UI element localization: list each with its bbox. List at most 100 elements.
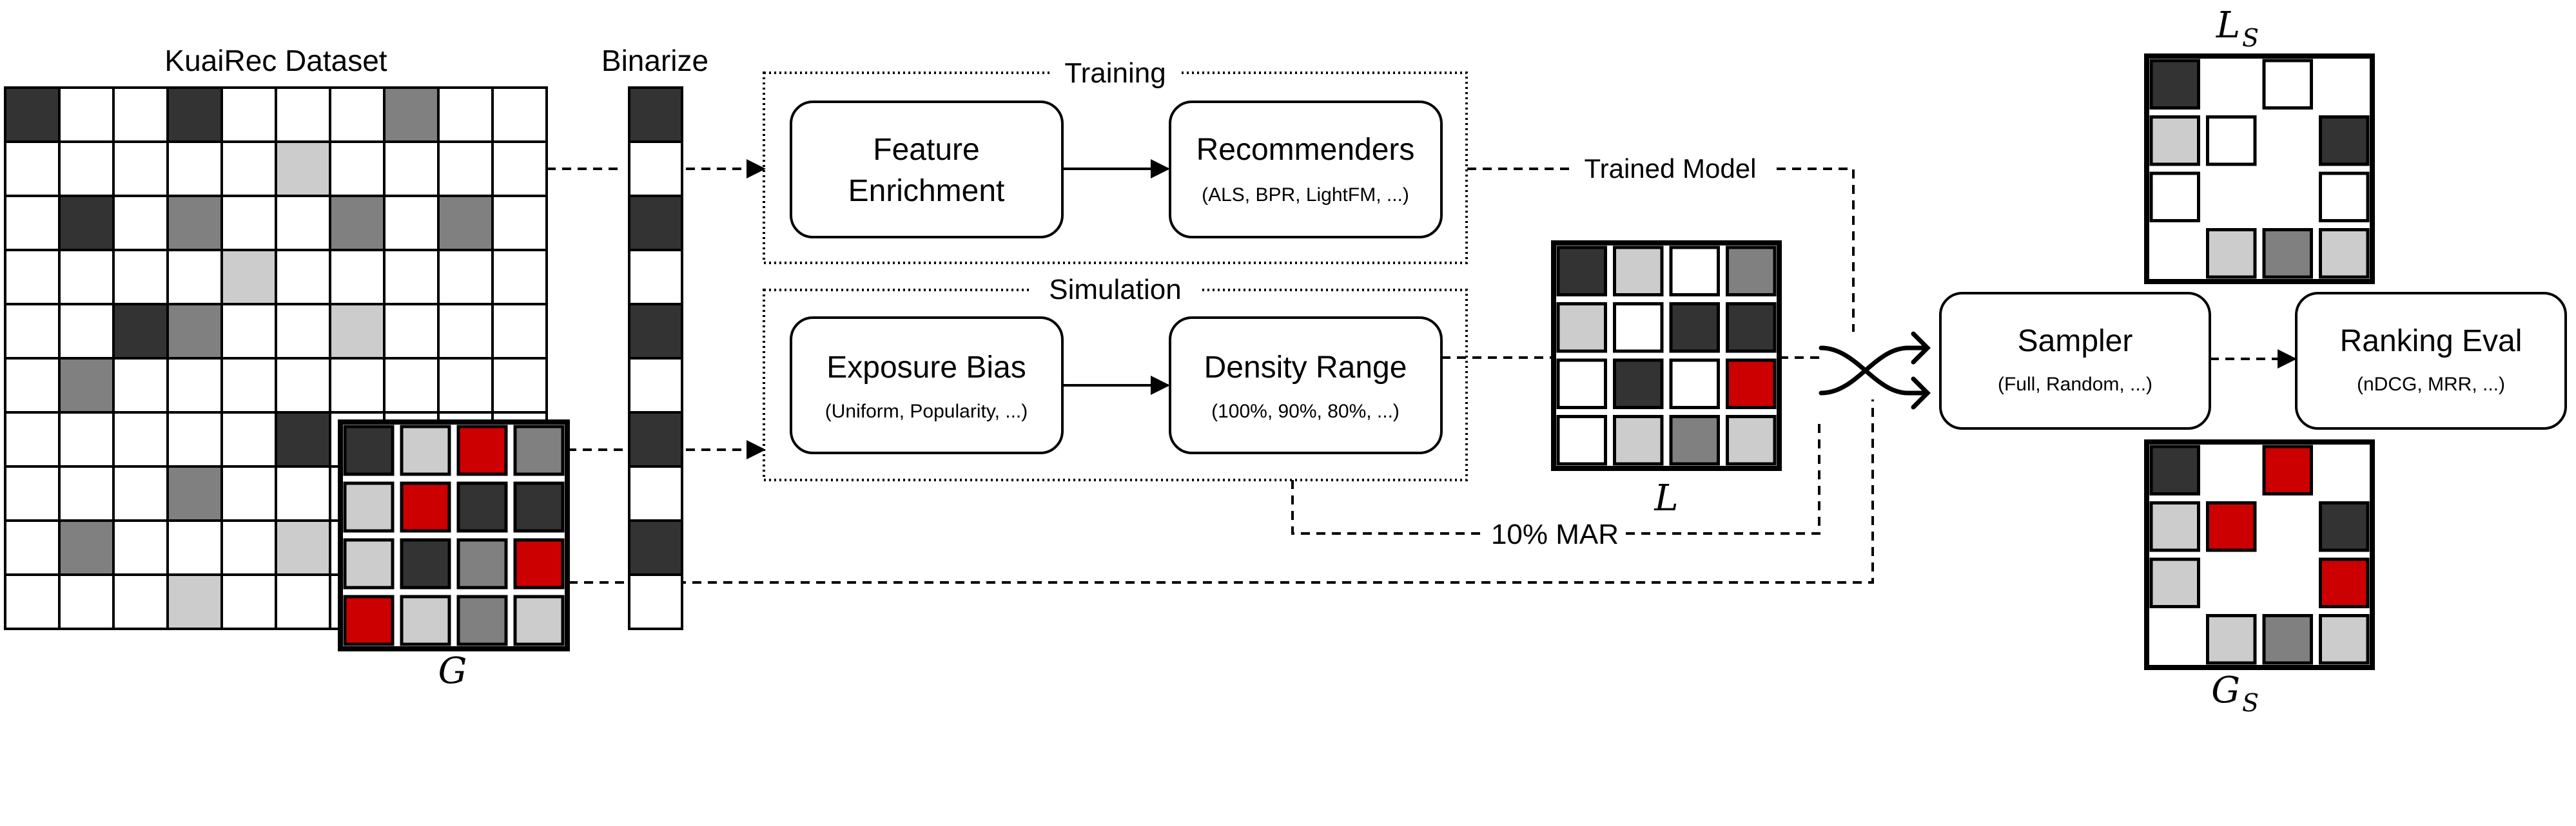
binarize-column-cell <box>628 303 683 360</box>
GS-label-main: G <box>2211 669 2240 711</box>
dataset-grid-cell <box>220 86 277 143</box>
ranking-eval-subtitle: (nDCG, MRR, ...) <box>2357 374 2505 395</box>
dataset-grid-cell <box>275 86 331 143</box>
LS-label-sub: S <box>2242 24 2259 52</box>
dataset-grid-cell <box>437 303 494 360</box>
GS-matrix-cell <box>2149 557 2200 608</box>
dataset-grid-cell <box>437 357 494 414</box>
dataset-title: KuaiRec Dataset <box>164 44 387 77</box>
dataset-grid-cell <box>112 357 169 414</box>
simulation-label-bg <box>1031 273 1199 305</box>
LS-matrix-cell <box>2206 115 2257 166</box>
dataset-grid-cell <box>112 249 169 305</box>
density-range-box: Density Range (100%, 90%, 80%, ...) <box>1169 316 1443 454</box>
ranking-eval-box: Ranking Eval (nDCG, MRR, ...) <box>2295 292 2567 430</box>
dataset-grid-cell <box>166 519 223 576</box>
dataset-grid-cell <box>275 195 331 251</box>
dataset-grid-cell <box>220 411 277 468</box>
sampler-box: Sampler (Full, Random, ...) <box>1939 292 2211 430</box>
dataset-grid-cell <box>275 303 331 360</box>
dataset-grid-cell <box>166 140 223 197</box>
dataset-grid-cell <box>58 249 115 305</box>
dataset-grid-cell <box>383 86 440 143</box>
binarize-column-cell <box>628 195 683 251</box>
dataset-grid-cell <box>329 86 385 143</box>
LS-matrix-cell <box>2149 171 2200 222</box>
exposure-bias-subtitle: (Uniform, Popularity, ...) <box>825 401 1028 422</box>
density-range-title: Density Range <box>1204 351 1407 385</box>
G-matrix-cell <box>456 481 508 533</box>
density-range-subtitle: (100%, 90%, 80%, ...) <box>1211 401 1400 422</box>
L-matrix-cell <box>1726 358 1777 409</box>
dataset-grid-cell <box>112 465 169 522</box>
dataset-grid-cell <box>383 140 440 197</box>
dataset-grid-cell <box>437 140 494 197</box>
dataset-grid-cell <box>166 411 223 468</box>
G-label: G <box>438 650 467 692</box>
G-matrix-cell <box>456 595 508 646</box>
dataset-grid-cell <box>4 573 61 630</box>
dataset-grid-cell <box>58 86 115 143</box>
G-matrix-cell <box>456 538 508 590</box>
dataset-grid-cell <box>4 195 61 251</box>
dataset-grid-cell <box>220 303 277 360</box>
binarize-column-cell <box>628 465 683 522</box>
dataset-grid-cell <box>383 303 440 360</box>
GS-matrix-cell <box>2206 614 2257 665</box>
dataset-grid-cell <box>329 249 385 305</box>
GS-matrix-cell <box>2149 501 2200 552</box>
dataset-grid-cell <box>112 573 169 630</box>
dataset-grid-cell <box>329 357 385 414</box>
G-matrix-cell <box>400 425 451 476</box>
dataset-grid-cell <box>491 357 548 414</box>
L-matrix-cell <box>1556 358 1607 409</box>
L-matrix-cell <box>1556 245 1607 296</box>
GS-matrix <box>2144 439 2375 670</box>
feature-enrichment-line2: Enrichment <box>848 174 1005 208</box>
L-matrix-cell <box>1556 302 1607 353</box>
training-label-bg <box>1052 57 1178 89</box>
dataset-grid-cell <box>112 411 169 468</box>
LS-matrix-cell <box>2149 59 2200 110</box>
G-matrix-cell <box>400 538 451 590</box>
LS-matrix-cell <box>2262 228 2313 279</box>
exposure-bias-box: Exposure Bias (Uniform, Popularity, ...) <box>790 316 1064 454</box>
dataset-grid-cell <box>112 86 169 143</box>
dataset-grid-cell <box>166 573 223 630</box>
recommenders-box: Recommenders (ALS, BPR, LightFM, ...) <box>1169 101 1443 238</box>
GS-matrix-cell <box>2319 501 2370 552</box>
dataset-grid-cell <box>329 303 385 360</box>
dataset-grid-cell <box>4 249 61 305</box>
exposure-bias-title: Exposure Bias <box>826 351 1026 385</box>
GS-matrix-cell <box>2319 557 2370 608</box>
dataset-grid <box>4 86 548 630</box>
dataset-grid-cell <box>58 303 115 360</box>
dataset-grid-cell <box>275 519 331 576</box>
dataset-grid-cell <box>166 195 223 251</box>
L-matrix-cell <box>1613 245 1664 296</box>
G-matrix-cell <box>513 538 565 590</box>
G-matrix-cell <box>343 425 395 476</box>
dataset-grid-cell <box>220 140 277 197</box>
dataset-grid-cell <box>491 195 548 251</box>
dataset-grid-cell <box>166 357 223 414</box>
binarize-column-cell <box>628 411 683 468</box>
dataset-grid-cell <box>383 357 440 414</box>
dataset-grid-cell <box>4 303 61 360</box>
dataset-grid-cell <box>58 195 115 251</box>
trained-model-label-bg <box>1570 152 1770 186</box>
G-matrix-cell <box>343 595 395 646</box>
LS-matrix <box>2144 53 2375 284</box>
dataset-grid-cell <box>275 573 331 630</box>
L-matrix-cell <box>1669 358 1720 409</box>
dataset-grid-cell <box>58 411 115 468</box>
G-matrix-cell <box>343 481 395 533</box>
GS-matrix-cell <box>2149 445 2200 495</box>
dataset-grid-cell <box>58 573 115 630</box>
LS-matrix-cell <box>2149 115 2200 166</box>
feature-enrichment-box: Feature Enrichment <box>790 101 1064 238</box>
dataset-grid-cell <box>329 140 385 197</box>
dataset-grid-cell <box>491 86 548 143</box>
L-matrix-cell <box>1669 415 1720 466</box>
